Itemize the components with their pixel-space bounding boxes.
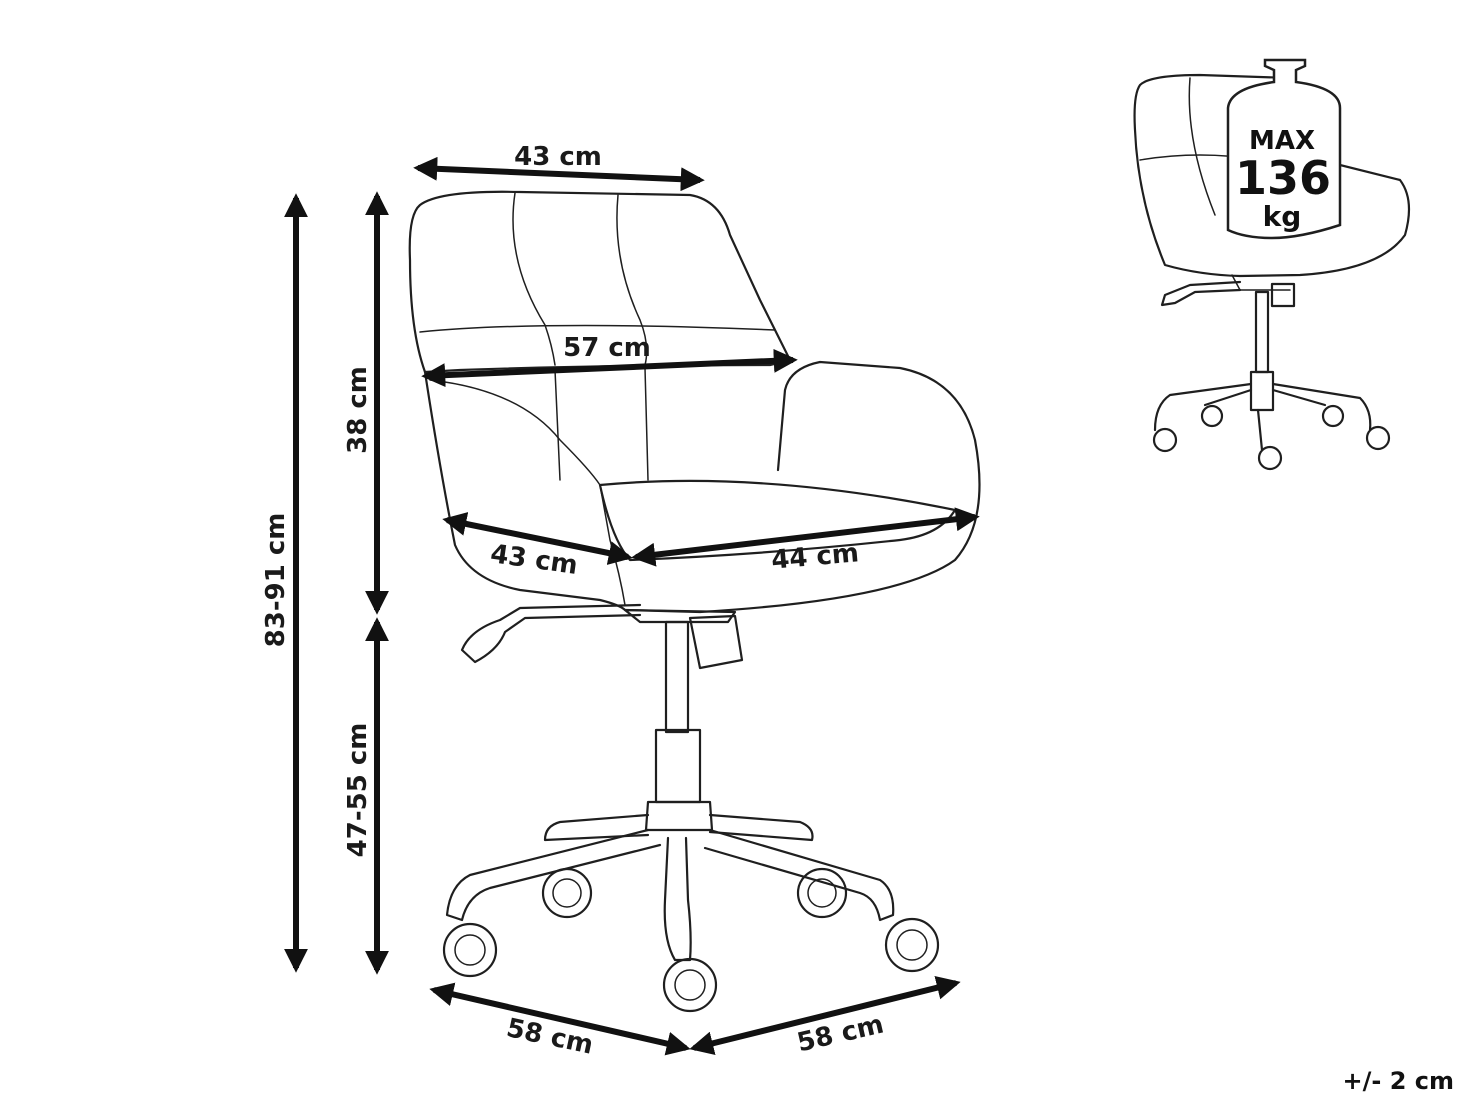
max-label: MAX [1249, 126, 1315, 156]
load-capacity-illustration: MAX 136 kg [1133, 58, 1411, 471]
tolerance-note: +/- 2 cm [1342, 1067, 1454, 1095]
chair-drawing [408, 190, 981, 1013]
gas-lift-cover [654, 728, 702, 804]
label-back-width: 43 cm [514, 142, 602, 172]
max-load-value: 136 [1235, 151, 1331, 205]
label-base-left: 58 cm [504, 1013, 596, 1061]
gas-lift [664, 620, 690, 734]
star-base [445, 813, 895, 962]
label-seat-height: 47-55 cm [343, 723, 373, 858]
label-total-height: 83-91 cm [261, 513, 291, 648]
label-seat-width: 44 cm [770, 538, 860, 576]
weight-icon [1226, 58, 1342, 240]
tilt-knob [688, 614, 744, 670]
label-back-height: 38 cm [343, 366, 373, 454]
dimension-arrows [284, 156, 980, 1056]
seat-mechanism [623, 608, 737, 624]
max-load-unit: kg [1263, 200, 1302, 233]
caster-wheels [442, 867, 940, 1013]
label-arm-width: 57 cm [563, 333, 651, 363]
height-lever [460, 603, 642, 664]
